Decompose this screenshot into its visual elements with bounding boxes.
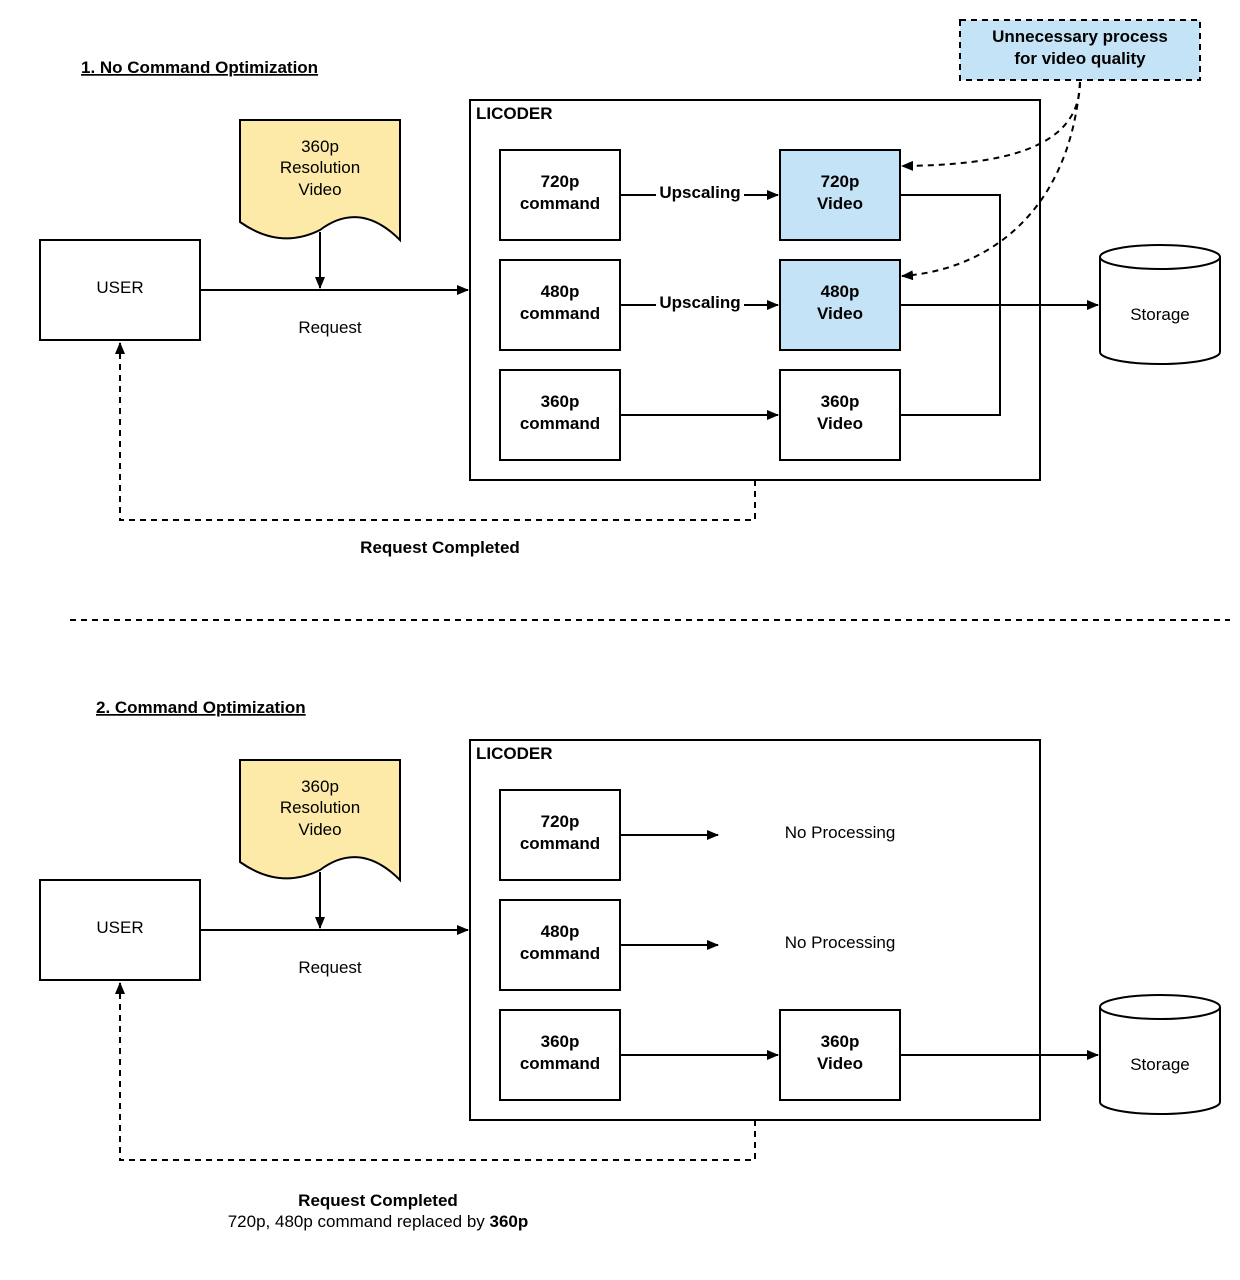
request-completed-label: Request Completed (360, 538, 520, 557)
section-1: 1. No Command Optimization Unnecessary p… (39, 19, 1221, 557)
request-completed-arrow-2 (115, 982, 756, 1161)
upscaling-label-bg-480p (656, 292, 744, 314)
svg-text:command: command (520, 834, 600, 853)
request-completed-arrow (115, 342, 756, 521)
doc-2-line-3: Video (298, 820, 341, 839)
storage-cylinder-2: Storage (1099, 994, 1221, 1115)
svg-text:command: command (520, 414, 600, 433)
note-line-2: for video quality (1014, 49, 1146, 68)
user-label: USER (96, 278, 143, 297)
upscaling-label-480p: Upscaling (659, 293, 740, 312)
note-unnecessary-process: Unnecessary process for video quality (959, 19, 1201, 81)
video-360p-2: 360p Video (779, 1009, 901, 1101)
svg-text:Video: Video (817, 414, 863, 433)
svg-text:command: command (520, 1054, 600, 1073)
doc-2-line-2: Resolution (280, 798, 360, 817)
svg-text:command: command (520, 194, 600, 213)
note-arrow-480p (901, 81, 1081, 281)
command-360p: 360p command (499, 369, 621, 461)
storage-label: Storage (1130, 305, 1190, 324)
svg-text:480p: 480p (541, 282, 580, 301)
svg-text:480p: 480p (821, 282, 860, 301)
svg-text:360p: 360p (821, 1032, 860, 1051)
svg-text:Video: Video (817, 304, 863, 323)
video-480p: 480p Video (779, 259, 901, 351)
storage-cylinder: Storage (1099, 244, 1221, 365)
video-360p: 360p Video (779, 369, 901, 461)
request-completed-note: 720p, 480p command replaced by 360p (228, 1212, 529, 1231)
svg-text:720p: 720p (821, 172, 860, 191)
document-360p-video: 360p Resolution Video (239, 119, 401, 243)
completed-note-prefix: 720p, 480p command replaced by (228, 1212, 490, 1231)
user-box-2: USER (39, 879, 201, 981)
document-360p-video-2: 360p Resolution Video (239, 759, 401, 883)
svg-text:360p: 360p (821, 392, 860, 411)
svg-text:360p: 360p (541, 392, 580, 411)
request-label: Request (298, 318, 362, 337)
user-label-2: USER (96, 918, 143, 937)
upscaling-label-720p: Upscaling (659, 183, 740, 202)
request-completed-label-2: Request Completed (298, 1191, 458, 1210)
licoder-label: LICODER (476, 104, 553, 123)
section-2-title: 2. Command Optimization (96, 698, 306, 717)
svg-text:480p: 480p (541, 922, 580, 941)
svg-text:360p: 360p (541, 1032, 580, 1051)
command-480p-2: 480p command (499, 899, 621, 991)
note-line-1: Unnecessary process (992, 27, 1168, 46)
svg-text:720p: 720p (541, 812, 580, 831)
svg-text:command: command (520, 304, 600, 323)
command-720p-2: 720p command (499, 789, 621, 881)
command-480p: 480p command (499, 259, 621, 351)
no-processing-720p: No Processing (785, 823, 896, 842)
request-label-2: Request (298, 958, 362, 977)
storage-label-2: Storage (1130, 1055, 1190, 1074)
svg-text:command: command (520, 944, 600, 963)
section-1-title: 1. No Command Optimization (81, 58, 318, 77)
doc-2-line-1: 360p (301, 777, 339, 796)
no-processing-480p: No Processing (785, 933, 896, 952)
command-360p-2: 360p command (499, 1009, 621, 1101)
user-box: USER (39, 239, 201, 341)
doc-line-2: Resolution (280, 158, 360, 177)
completed-note-bold: 360p (490, 1212, 529, 1231)
video-720p: 720p Video (779, 149, 901, 241)
section-2: 2. Command Optimization LICODER 360p Res… (39, 698, 1221, 1231)
doc-line-3: Video (298, 180, 341, 199)
svg-text:Video: Video (817, 1054, 863, 1073)
svg-text:720p: 720p (541, 172, 580, 191)
licoder-label-2: LICODER (476, 744, 553, 763)
svg-text:Video: Video (817, 194, 863, 213)
doc-line-1: 360p (301, 137, 339, 156)
upscaling-label-bg-720p (656, 182, 744, 204)
command-720p: 720p command (499, 149, 621, 241)
